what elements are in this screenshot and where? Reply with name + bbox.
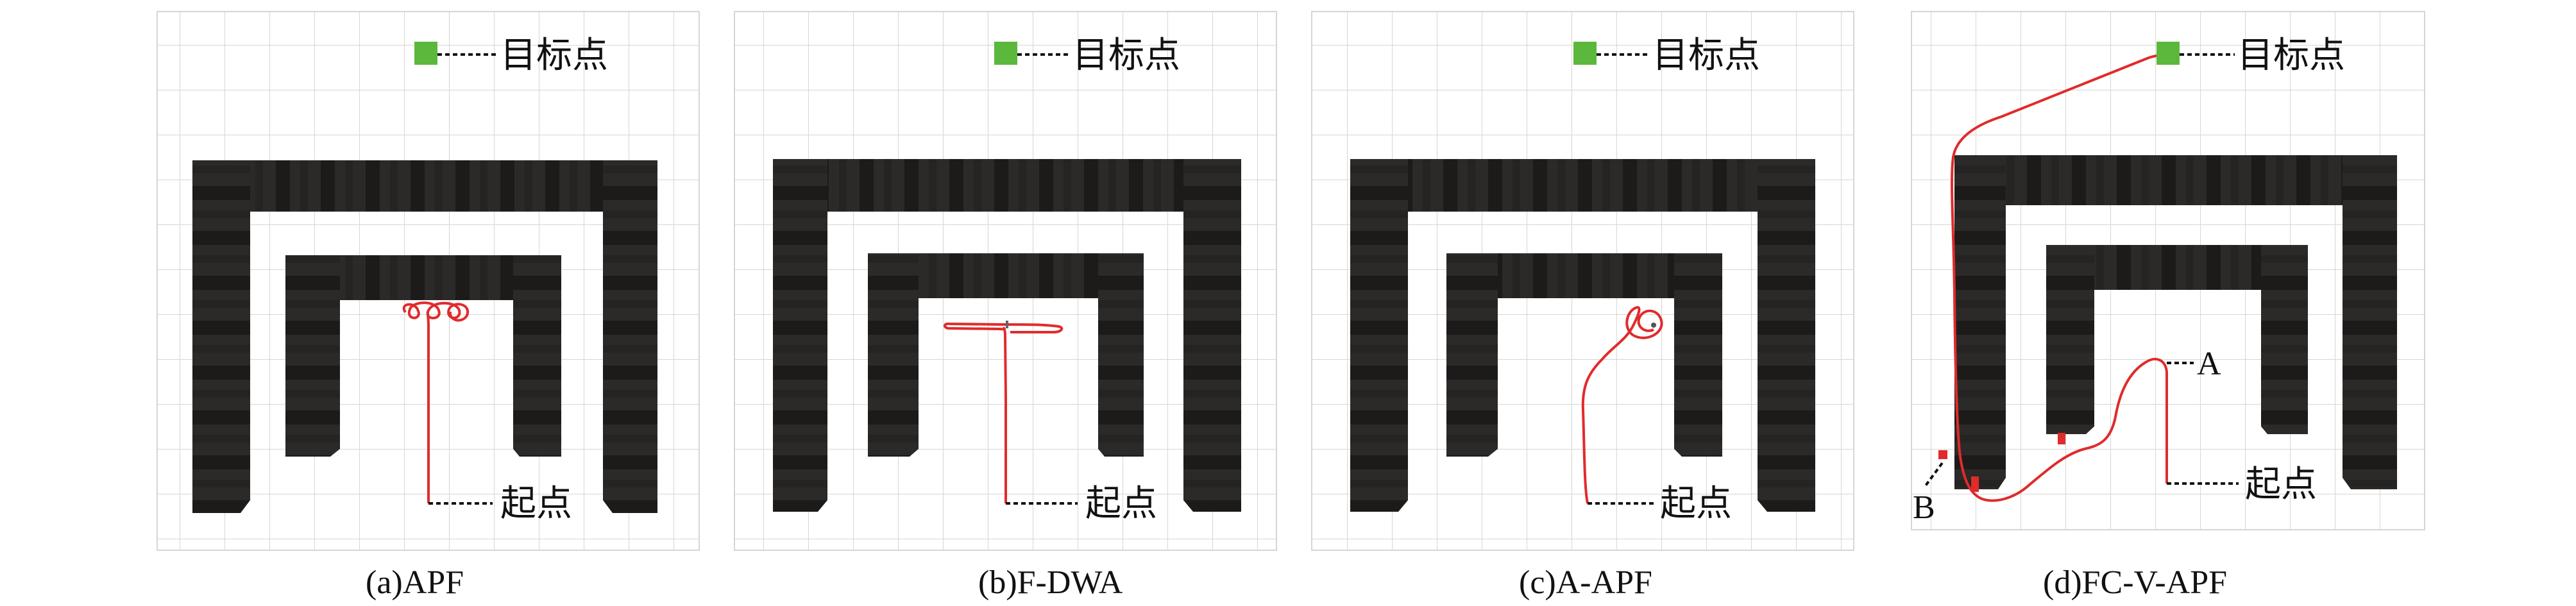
stall-marker <box>1651 323 1656 328</box>
goal-marker <box>2157 42 2180 65</box>
inner-u-obstacle <box>285 255 561 457</box>
outer-u-obstacle <box>1954 155 2397 489</box>
goal-label: 目标点 <box>1652 36 1760 76</box>
goal-marker <box>994 42 1017 65</box>
b-leader-line <box>1923 462 1944 489</box>
marker-red-1 <box>1971 476 1979 492</box>
panel-caption: (d)FC-V-APF <box>2043 564 2227 601</box>
panel-d: A B 起点 目标点 (d)FC-V-APF <box>1911 11 2425 601</box>
robot-path <box>402 301 470 503</box>
annotation-a: A <box>2197 346 2221 382</box>
panel-caption: (c)A-APF <box>1519 564 1652 601</box>
goal-label: 目标点 <box>2237 36 2345 76</box>
outer-u-obstacle <box>773 159 1241 512</box>
panel-b: 起点 目标点 (b)F-DWA <box>734 11 1277 601</box>
panel-caption: (b)F-DWA <box>978 564 1123 601</box>
inner-u-obstacle <box>1446 253 1722 457</box>
start-label: 起点 <box>2245 465 2317 505</box>
start-label: 起点 <box>1085 484 1157 524</box>
panel-caption: (a)APF <box>366 564 464 601</box>
robot-path <box>944 322 1063 503</box>
inner-u-obstacle <box>2046 245 2308 434</box>
outer-u-obstacle <box>192 160 657 513</box>
marker-b-red <box>1938 450 1947 459</box>
robot-path <box>1951 53 2169 502</box>
start-label: 起点 <box>500 484 572 524</box>
goal-label: 目标点 <box>1072 36 1180 76</box>
goal-marker <box>414 42 437 65</box>
panel-a: 起点 目标点 (a)APF <box>157 11 700 601</box>
goal-marker <box>1573 42 1597 65</box>
annotation-b: B <box>1913 489 1935 526</box>
inner-u-obstacle <box>868 253 1144 457</box>
start-label: 起点 <box>1660 484 1732 524</box>
robot-path <box>1581 306 1663 504</box>
goal-label: 目标点 <box>500 36 608 76</box>
outer-u-obstacle <box>1350 159 1815 512</box>
marker-red-2 <box>2058 433 2065 444</box>
panel-c: 起点 目标点 (c)A-APF <box>1311 11 1854 601</box>
